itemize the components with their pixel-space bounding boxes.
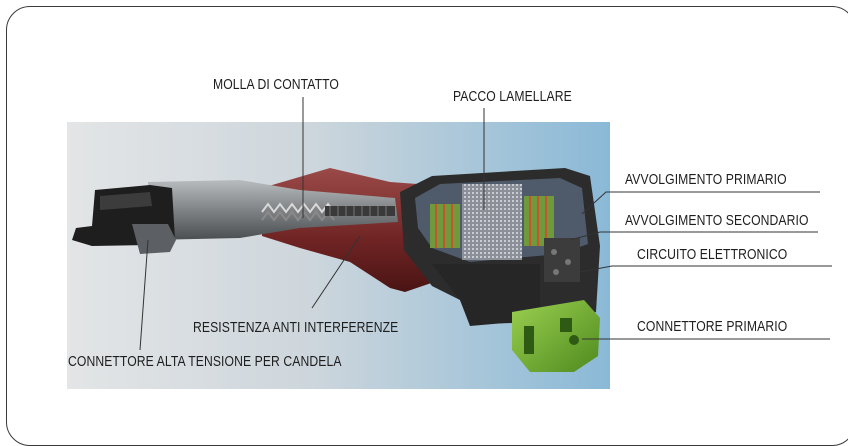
label-connettore-primario: CONNETTORE PRIMARIO <box>637 319 788 335</box>
label-avvolgimento-secondario: AVVOLGIMENTO SECONDARIO <box>625 213 809 229</box>
label-molla-di-contatto: MOLLA DI CONTATTO <box>213 77 339 93</box>
label-resistenza-anti-interferenze: RESISTENZA ANTI INTERFERENZE <box>193 320 399 336</box>
electronic-circuit <box>544 238 580 282</box>
label-circuito-elettronico: CIRCUITO ELETTRONICO <box>637 247 788 263</box>
contact-spring <box>261 202 335 222</box>
lamellar-pack <box>462 184 522 260</box>
label-connettore-alta-tensione: CONNETTORE ALTA TENSIONE PER CANDELA <box>68 354 342 370</box>
label-avvolgimento-primario: AVVOLGIMENTO PRIMARIO <box>625 172 787 188</box>
resistor <box>325 206 395 216</box>
leader-lines <box>139 97 832 351</box>
label-pacco-lamellare: PACCO LAMELLARE <box>453 89 572 105</box>
boot-ring <box>132 224 176 254</box>
windings <box>430 196 554 248</box>
ignition-coil-diagram <box>67 97 832 389</box>
